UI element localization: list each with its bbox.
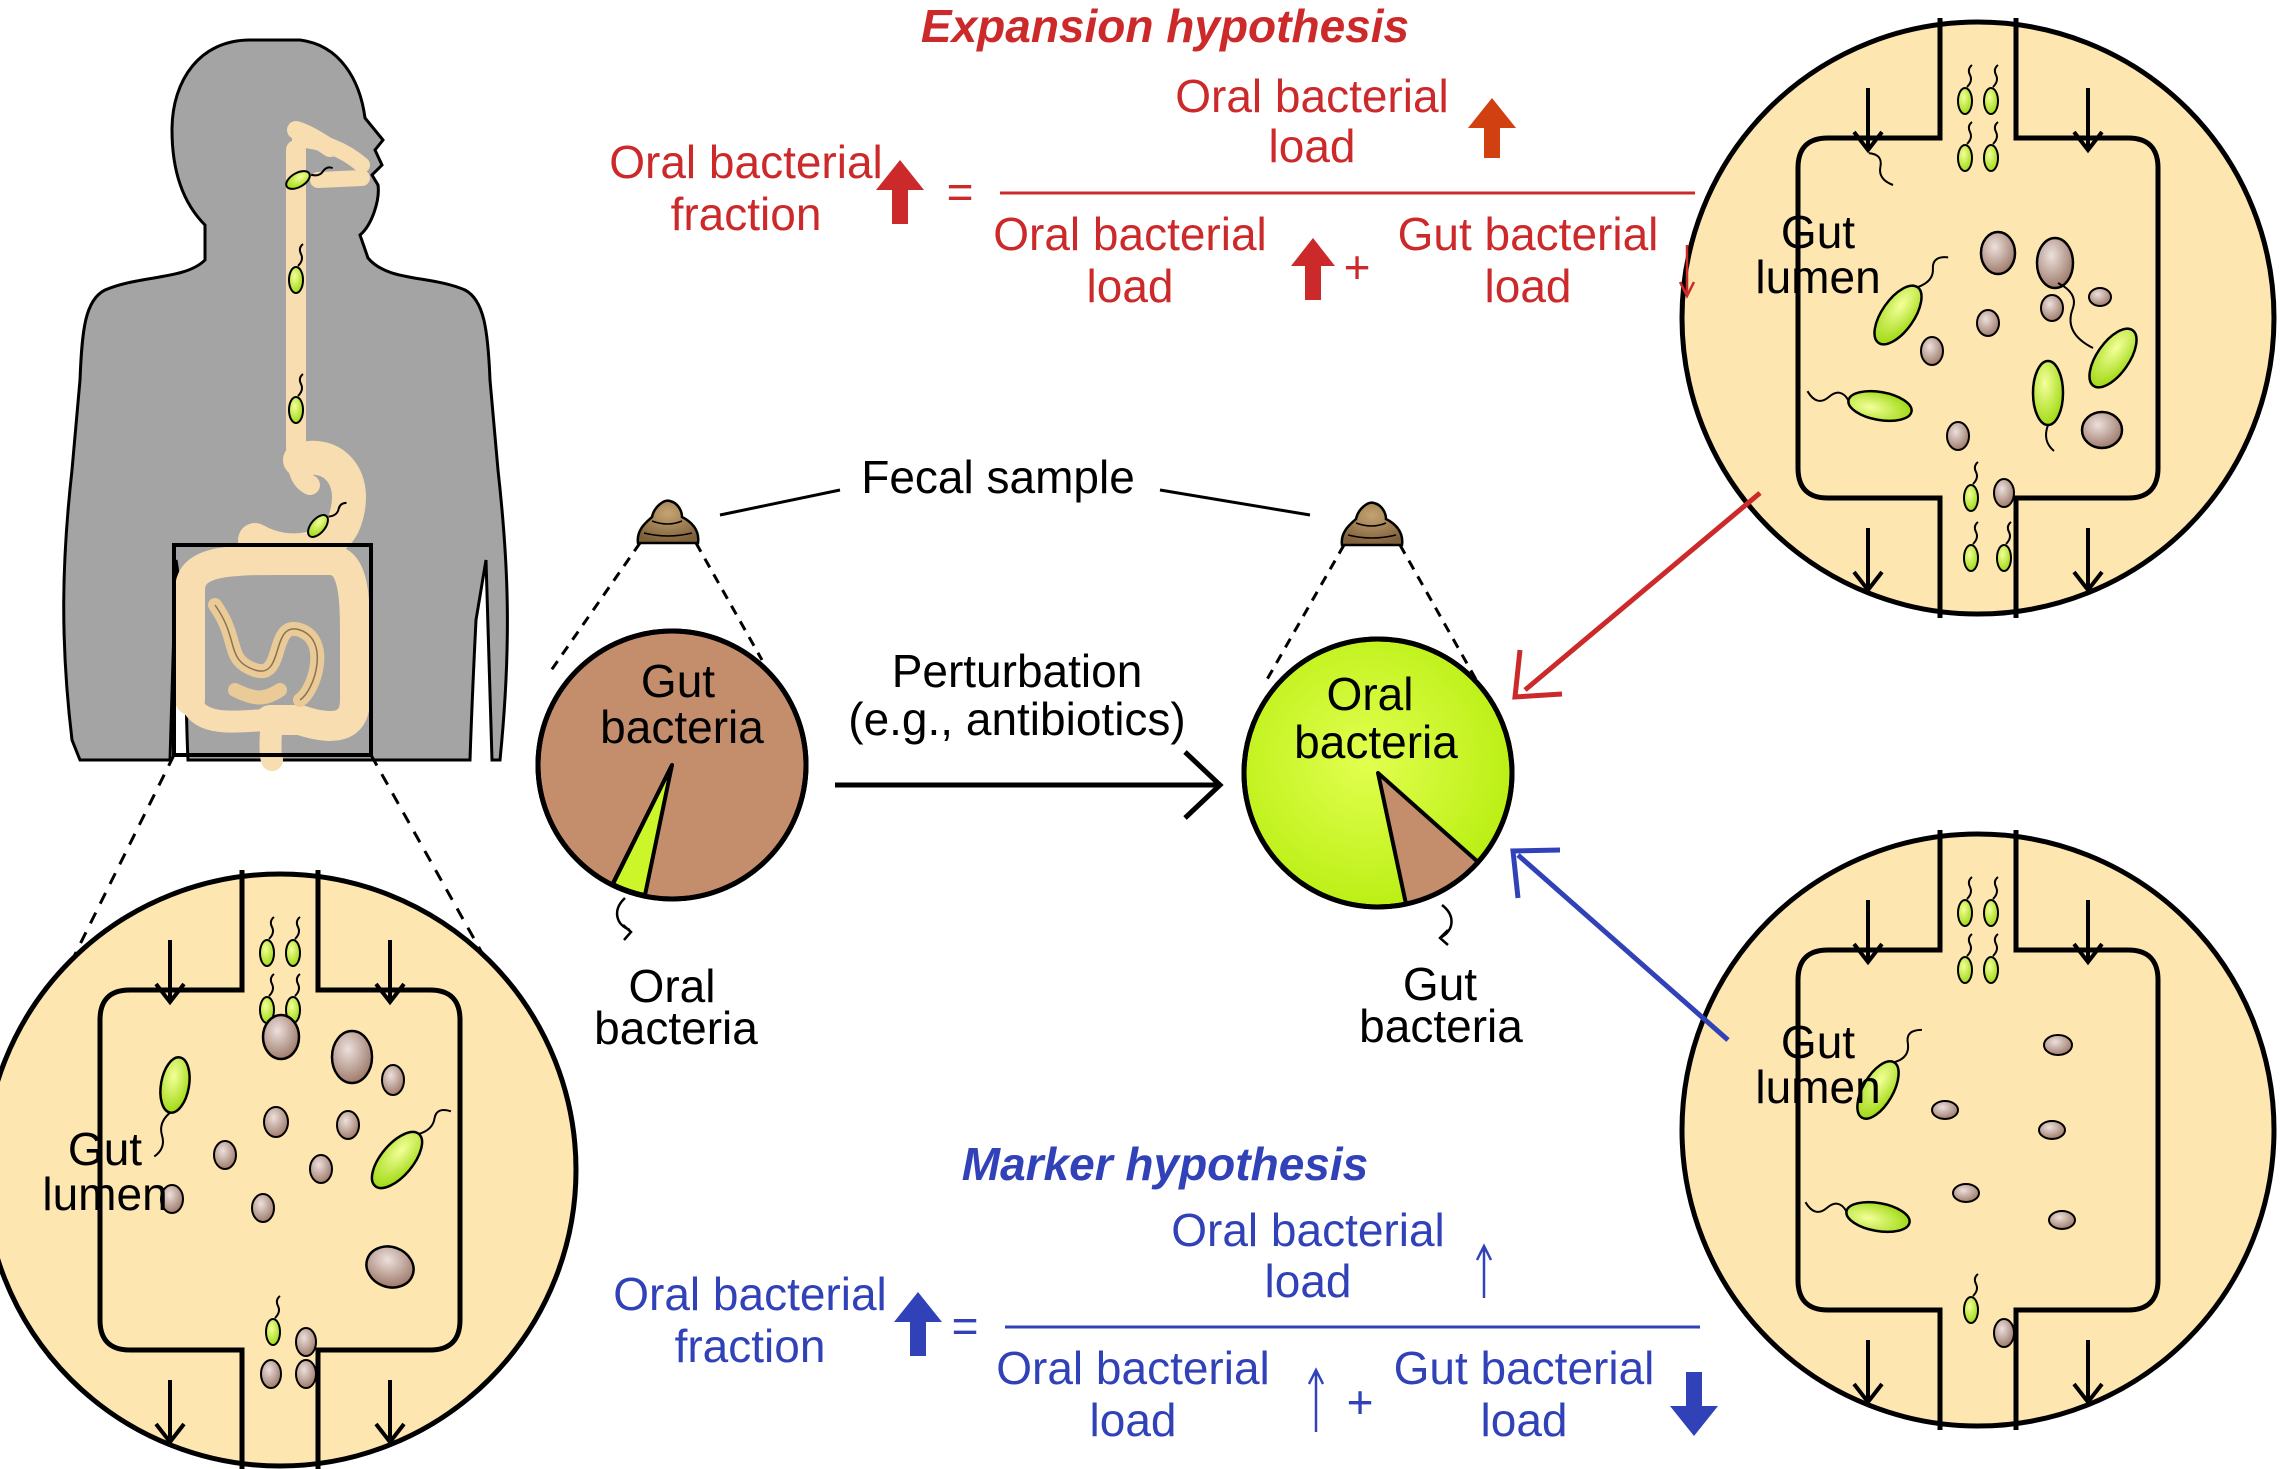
- pie-right-label-line1: Oral: [1327, 668, 1414, 720]
- expansion-numerator-line1: Oral bacterial: [1175, 70, 1449, 122]
- perturbation-line2: (e.g., antibiotics): [848, 693, 1185, 745]
- pie-left-callout-line2: bacteria: [594, 1002, 758, 1054]
- perturbation-line1: Perturbation: [892, 645, 1143, 697]
- zoom-box: [172, 543, 373, 757]
- down-arrow-icon: [1678, 245, 1696, 299]
- expansion-fraction-line2: fraction: [671, 188, 822, 240]
- marker-numerator-line2: load: [1265, 1255, 1352, 1307]
- pie-left-label-line1: Gut: [641, 655, 715, 707]
- marker-denominator-left-line2: load: [1090, 1394, 1177, 1446]
- marker-plus: +: [1347, 1376, 1374, 1428]
- expansion-denominator-right-line1: Gut bacterial: [1398, 208, 1659, 260]
- pie-chart-before: Gut bacteria Oral bacteria: [535, 628, 809, 1054]
- lumen-detail-marker: Gut lumen: [1682, 830, 2274, 1430]
- fecal-sample-label: Fecal sample: [861, 451, 1135, 503]
- pie-left-callout-line1: Oral: [629, 960, 716, 1012]
- perturbation-arrow: Perturbation (e.g., antibiotics): [835, 645, 1224, 820]
- digestive-tract: [175, 121, 370, 771]
- pie-right-callout-line1: Gut: [1403, 958, 1477, 1010]
- lumen-label-line1: Gut: [1781, 1016, 1855, 1068]
- expansion-denominator-right-line2: load: [1485, 260, 1572, 312]
- expansion-denominator-left-line2: load: [1087, 260, 1174, 312]
- marker-arrow: [1510, 847, 1730, 1042]
- up-arrow-icon: [1475, 1243, 1493, 1298]
- lumen-detail-expansion: Gut lumen: [1682, 18, 2274, 618]
- expansion-fraction-line1: Oral bacterial: [609, 136, 883, 188]
- expansion-plus: +: [1344, 241, 1371, 293]
- pie-right-callout-line2: bacteria: [1359, 1000, 1523, 1052]
- lumen-detail-baseline: Gut lumen: [0, 870, 576, 1469]
- human-body-figure: [62, 38, 509, 762]
- expansion-hypothesis: Expansion hypothesis Oral bacterial frac…: [609, 0, 1696, 312]
- up-arrow-icon: [894, 1292, 942, 1356]
- lumen-label-line1: Gut: [1781, 206, 1855, 258]
- pie-right-label-line2: bacteria: [1294, 716, 1458, 768]
- marker-denominator-right-line2: load: [1481, 1394, 1568, 1446]
- stool-icon: [636, 499, 700, 545]
- expansion-equals: =: [947, 166, 974, 218]
- marker-denominator-left-line1: Oral bacterial: [996, 1342, 1270, 1394]
- up-arrow-icon: [1468, 98, 1516, 158]
- expansion-title: Expansion hypothesis: [921, 0, 1409, 52]
- fecal-sample-group: Fecal sample: [548, 451, 1480, 684]
- up-arrow-icon: [1291, 238, 1335, 300]
- lumen-label-line2: lumen: [1755, 251, 1880, 303]
- expansion-denominator-left-line1: Oral bacterial: [993, 208, 1267, 260]
- marker-fraction-line1: Oral bacterial: [613, 1268, 887, 1320]
- marker-numerator-line1: Oral bacterial: [1171, 1204, 1445, 1256]
- up-arrow-icon: [876, 160, 924, 224]
- lumen-label-line2: lumen: [1755, 1061, 1880, 1113]
- lumen-label-line1: Gut: [68, 1123, 142, 1175]
- marker-title: Marker hypothesis: [962, 1138, 1368, 1190]
- stool-icon: [1340, 501, 1404, 547]
- lumen-label-line2: lumen: [42, 1168, 167, 1220]
- pie-chart-after: Oral bacteria Gut bacteria: [1241, 636, 1523, 1052]
- expansion-arrow: [1512, 491, 1762, 700]
- marker-fraction-line2: fraction: [675, 1320, 826, 1372]
- marker-equals: =: [952, 1300, 979, 1352]
- down-arrow-icon: [1670, 1372, 1718, 1436]
- pie-left-label-line2: bacteria: [600, 701, 764, 753]
- marker-hypothesis: Marker hypothesis Oral bacterial fractio…: [613, 1138, 1718, 1446]
- marker-denominator-right-line1: Gut bacterial: [1394, 1342, 1655, 1394]
- up-arrow-icon: [1307, 1367, 1325, 1432]
- expansion-numerator-line2: load: [1269, 120, 1356, 172]
